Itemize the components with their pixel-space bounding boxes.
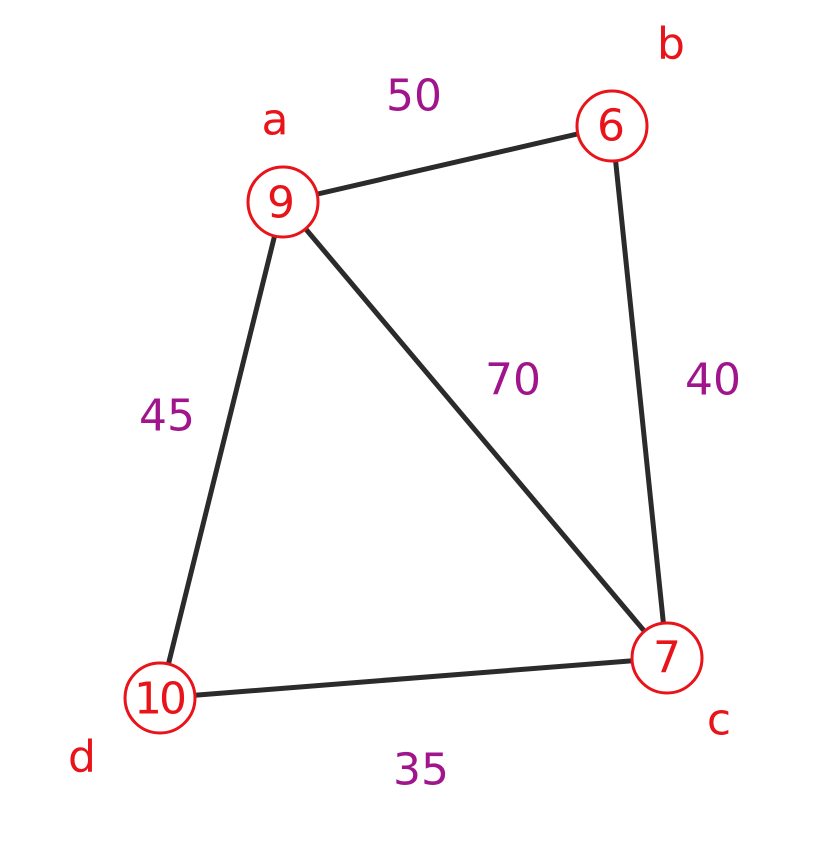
edge-weight-d-c: 35: [393, 745, 449, 796]
node-value-d: 10: [134, 674, 185, 725]
node-circle-c: [630, 621, 704, 695]
node-a: 9 a: [246, 95, 320, 239]
node-label-c: c: [707, 695, 731, 746]
node-value-a: 9: [267, 178, 295, 229]
edge-weight-a-c: 70: [485, 355, 541, 406]
node-circle-d: [123, 661, 197, 735]
node-label-a: a: [262, 95, 289, 146]
edge-weight-a-b: 50: [386, 71, 442, 122]
node-circle-a: [246, 165, 320, 239]
node-label-d: d: [68, 732, 96, 783]
edge-a-d: [157, 199, 286, 701]
edge-b-c: [609, 123, 670, 661]
edge-a-c: [280, 199, 670, 661]
node-b: 6 b: [575, 19, 685, 163]
node-label-b: b: [657, 19, 685, 70]
node-c: 7 c: [630, 621, 731, 746]
edge-weight-a-d: 45: [139, 391, 195, 442]
node-d: 10 d: [68, 661, 197, 783]
node-value-b: 6: [597, 101, 625, 152]
edge-a-b: [280, 123, 615, 205]
edge-d-c: [157, 655, 670, 701]
node-value-c: 7: [653, 633, 681, 684]
edge-weight-b-c: 40: [685, 355, 741, 406]
node-circle-b: [575, 89, 649, 163]
